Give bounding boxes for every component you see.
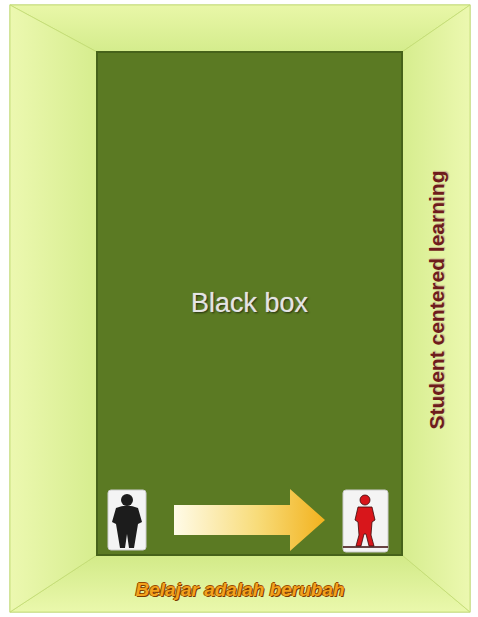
person-silhouette [112, 494, 142, 548]
person-silhouette [355, 495, 375, 546]
black-box: Black box [97, 52, 402, 555]
bottom-label: Belajar adalah berubah [136, 579, 345, 601]
side-label: Student centered learning [424, 170, 448, 429]
ground-line [343, 546, 388, 548]
figure-frame [343, 490, 388, 552]
change-arrow [174, 489, 325, 551]
box-title: Black box [191, 288, 308, 319]
figure-frame [108, 490, 146, 550]
